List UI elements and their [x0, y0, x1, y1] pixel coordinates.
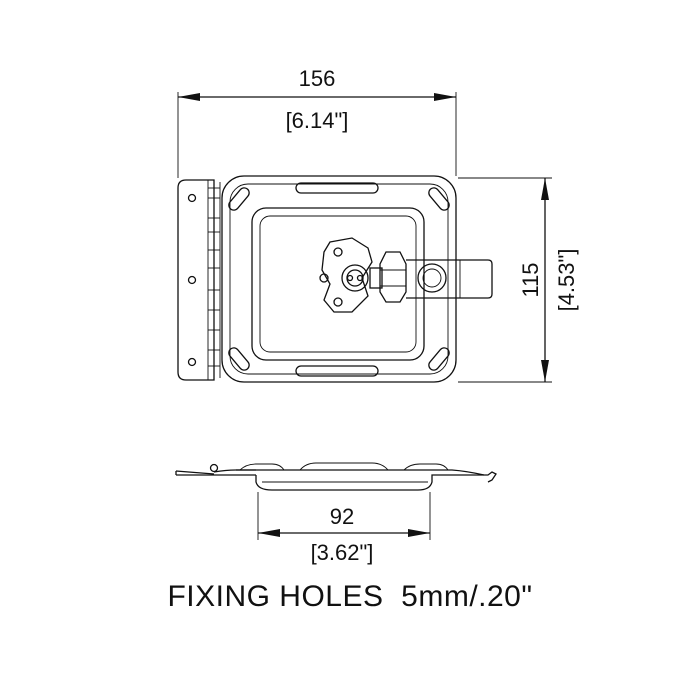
fixing-hole-icon — [187, 193, 197, 203]
height-dimension: 115 [4.53"] — [458, 177, 579, 383]
latch-plan-view — [177, 175, 493, 383]
height-inch-label: [4.53"] — [554, 249, 579, 312]
width-mm-label: 156 — [299, 66, 336, 91]
fixing-hole-icon — [187, 275, 197, 285]
fixing-slot-icon — [295, 182, 379, 194]
height-mm-label: 115 — [518, 262, 543, 297]
fixing-hole-icon — [187, 357, 197, 367]
fixing-slot-icon — [428, 187, 450, 211]
fixing-holes-note: FIXING HOLES 5mm/.20" — [167, 580, 533, 613]
pan-width-dimension: 92 [3.62"] — [257, 492, 431, 565]
fixing-slot-icon — [428, 347, 450, 371]
latch-side-view — [175, 462, 497, 491]
fixing-slot-icon — [295, 365, 379, 377]
width-dimension: 156 [6.14"] — [177, 66, 457, 178]
pan-width-mm-label: 92 — [330, 504, 354, 529]
fixing-slot-icon — [228, 347, 250, 371]
pan-width-inch-label: [3.62"] — [311, 540, 374, 565]
fixing-slot-icon — [228, 187, 250, 211]
width-inch-label: [6.14"] — [286, 108, 349, 133]
